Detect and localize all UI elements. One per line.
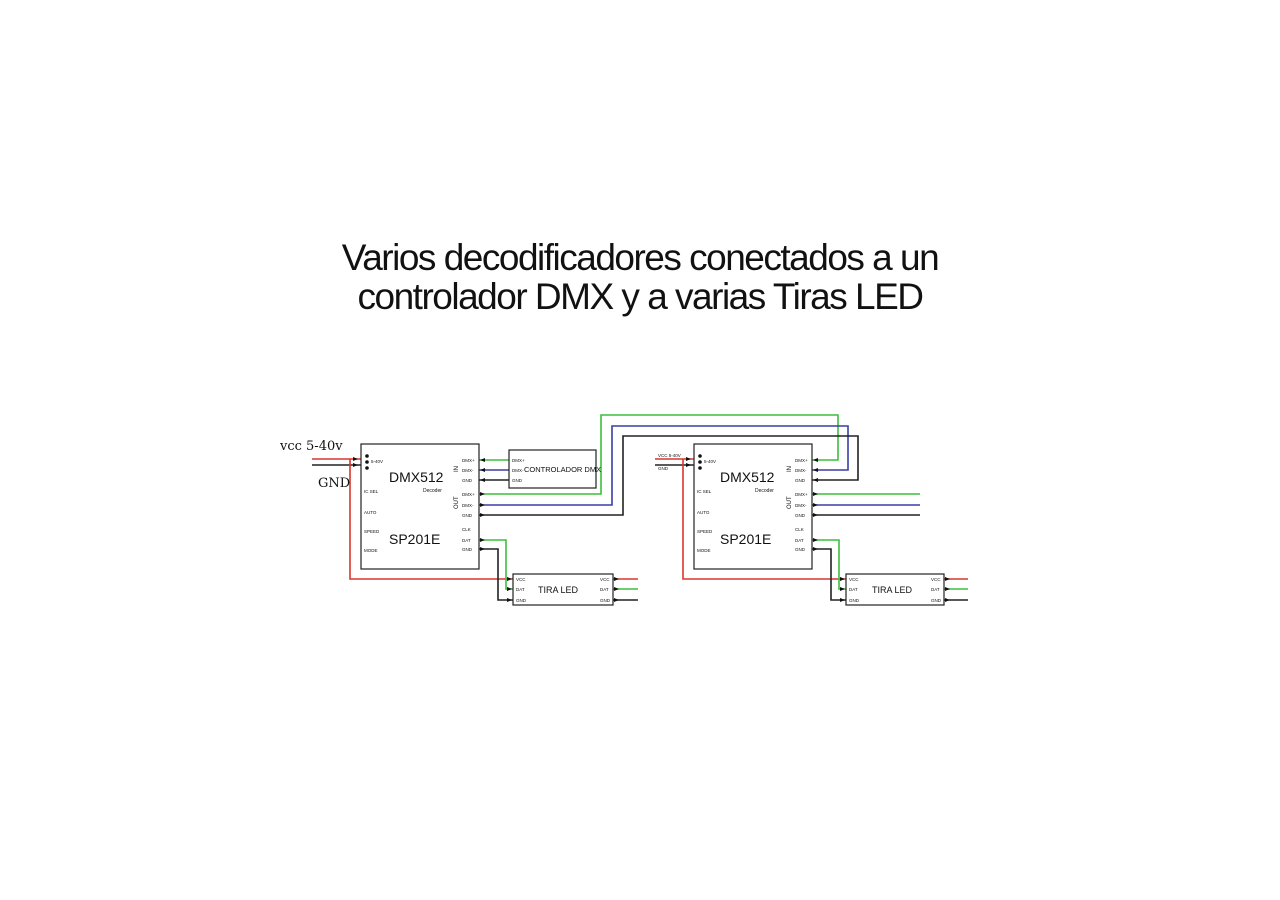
decoder-1-pin-mode: MODE [364,548,378,553]
decoder-2-pin-ic-sel: IC SEL [697,489,712,494]
decoder-1-out-dmx-plus: DMX+ [462,492,475,497]
power-connector-icon [698,454,702,470]
page-title: Varios decodificadores conectados a un c… [0,238,1280,316]
decoder-2-pin-gnd: GND [795,547,806,552]
decoder-1-in-gnd: GND [462,478,473,483]
decoder-2-subtitle: Decoder [755,488,774,494]
gnd-chain-wire [479,435,859,516]
decoder-1-out-gnd: GND [462,513,473,518]
strip-2-terminal-arrows [840,577,950,602]
decoder-2-pin-dat: DAT [795,538,804,543]
decoder-2: 5-40V DMX512 Decoder SP201E IC SEL AUTO … [686,443,818,570]
gnd-wire-strip-1 [479,548,513,601]
strip-1-pin-gnd: GND [516,598,527,603]
decoder-2-out-gnd: GND [795,513,806,518]
strip-1-out-dat: DAT [600,587,609,592]
strip-2-body [845,573,945,606]
decoder-2-in-label: IN [787,466,793,472]
power-connector-icon [365,454,369,470]
gnd-wire-strip-2 [812,548,846,601]
strip-1-label: TIRA LED [538,585,579,595]
decoder-2-in-gnd: GND [795,478,806,483]
decoder-2-out-label: OUT [787,496,793,509]
decoder-2-out-dmx-minus: DMX- [795,503,807,508]
dmx-controller: DMX+ DMX- GND CONTROLADOR DMX [508,449,601,489]
vcc-wire-strip-1 [349,459,513,580]
dmx-plus-chain-wire [479,414,839,495]
decoder-2-in-dmx-plus: DMX+ [795,458,808,463]
led-strip-1: VCC DAT GND TIRA LED VCC DAT GND [507,573,619,606]
strip-2-out-dat: DAT [931,587,940,592]
decoder-1-chip: SP201E [389,531,440,547]
vcc-supply-label: vcc 5-40v [279,439,343,454]
decoder-2-pin-clk: CLK [795,527,804,532]
strip-2-out-gnd: GND [931,598,942,603]
decoder-1-subtitle: Decoder [423,488,442,494]
controller-label: CONTROLADOR DMX [524,465,601,474]
strip-1-out-gnd: GND [600,598,611,603]
strip-2-pin-dat: DAT [849,587,858,592]
decoder-1-terminal-arrows [353,457,485,551]
strip-2-label: TIRA LED [872,585,913,595]
strip-1-terminal-arrows [507,577,619,602]
decoder-2-model: DMX512 [720,469,775,485]
decoder-2-chip: SP201E [720,531,771,547]
decoder-2-vcc-label: VCC 5-40V [658,453,681,458]
decoder-1-in-dmx-plus: DMX+ [462,458,475,463]
dat-wire-strip-1 [479,539,513,590]
gnd-supply-label: GND [318,476,350,491]
controller-pin-gnd: GND [512,478,523,483]
decoder-1-body [360,443,480,570]
decoder-2-pin-mode: MODE [697,548,711,553]
decoder-1-pin-ic-sel: IC SEL [364,489,379,494]
decoder-1-out-label: OUT [454,496,460,509]
decoder-2-in-dmx-minus: DMX- [795,468,807,473]
decoder-2-body [693,443,813,570]
strip-2-out-vcc: VCC [931,577,941,582]
decoder-1-in-dmx-minus: DMX- [462,468,474,473]
strip-1-pin-vcc: VCC [516,577,526,582]
decoder-1-power-pin: 5-40V [371,459,383,464]
decoder-1-pin-auto: AUTO [364,510,377,515]
strip-1-body [512,573,614,606]
title-line-2: controlador DMX y a varias Tiras LED [357,276,924,317]
dmx-minus-chain-wire [479,425,849,506]
led-strip-2: VCC DAT GND TIRA LED VCC DAT GND [840,573,950,606]
decoder-1: 5-40V DMX512 Decoder SP201E IC SEL AUTO … [353,443,485,570]
decoder-2-pin-auto: AUTO [697,510,710,515]
decoder-1-model: DMX512 [389,469,444,485]
dat-wire-strip-2 [812,539,846,590]
decoder-1-pin-dat: DAT [462,538,471,543]
decoder-2-pin-speed: SPEED [697,529,713,534]
title-line-1: Varios decodificadores conectados a un [341,237,940,278]
strip-2-pin-vcc: VCC [849,577,859,582]
strip-1-out-vcc: VCC [600,577,610,582]
decoder-2-out-dmx-plus: DMX+ [795,492,808,497]
controller-body [508,449,597,489]
controller-pin-dmx-minus: DMX- [512,468,524,473]
strip-1-pin-dat: DAT [516,587,525,592]
vcc-wire-strip-2 [682,459,846,580]
decoder-1-pin-speed: SPEED [364,529,380,534]
controller-pin-dmx-plus: DMX+ [512,458,525,463]
decoder-2-terminal-arrows [686,457,818,551]
strip-2-pin-gnd: GND [849,598,860,603]
decoder-1-pin-clk: CLK [462,527,471,532]
decoder-1-pin-gnd: GND [462,547,473,552]
decoder-2-power-pin: 5-40V [704,459,716,464]
decoder-1-in-label: IN [454,466,460,472]
decoder-2-gnd-label: GND [658,466,669,471]
decoder-1-out-dmx-minus: DMX- [462,503,474,508]
